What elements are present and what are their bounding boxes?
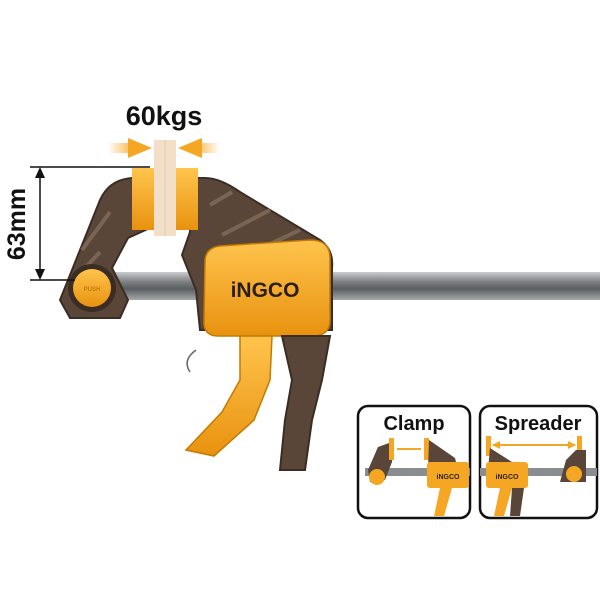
svg-text:iNGCO: iNGCO bbox=[496, 474, 520, 481]
handle-grip bbox=[278, 335, 332, 471]
mode-spreader-card: Spreader iNGCO bbox=[478, 404, 599, 520]
jaw-depth-label: 63mm bbox=[3, 188, 31, 260]
knob-label: PUSH bbox=[84, 287, 101, 293]
force-label: 60kgs bbox=[126, 101, 203, 131]
mode-spreader-label: Spreader bbox=[495, 413, 582, 435]
arrow-left-icon bbox=[178, 138, 202, 158]
arrow-right-icon bbox=[128, 138, 152, 158]
mode-clamp-card: Clamp iNGCO bbox=[356, 404, 472, 520]
mode-clamp-label: Clamp bbox=[383, 413, 444, 435]
fixed-pad bbox=[132, 168, 154, 230]
clamp-body bbox=[203, 239, 331, 337]
trigger[interactable] bbox=[184, 335, 273, 457]
steel-bar bbox=[110, 272, 600, 300]
brand-logo: iNGCO bbox=[231, 279, 300, 302]
moving-pad bbox=[176, 168, 198, 230]
svg-text:iNGCO: iNGCO bbox=[437, 474, 461, 481]
